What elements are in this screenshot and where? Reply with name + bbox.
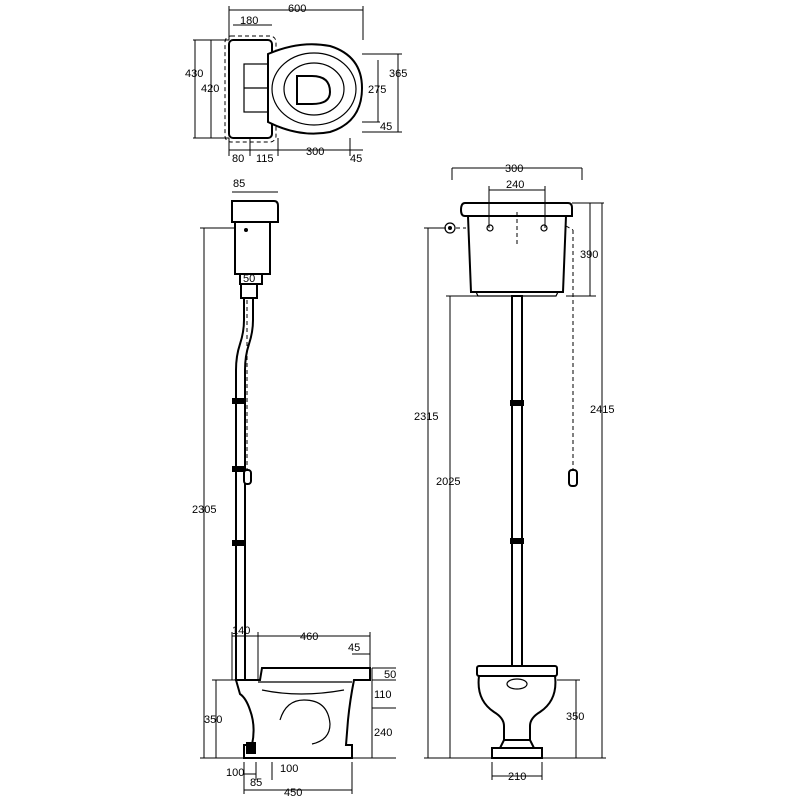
front-pan-pedestal — [498, 739, 536, 749]
side-view: 85 50 2305 350 140 460 45 50 110 240 — [192, 178, 396, 799]
dim-top-115: 115 — [256, 153, 274, 165]
front-pan-bowl — [477, 675, 557, 741]
dim-side-100b: 100 — [280, 763, 298, 775]
dim-front-240: 240 — [506, 179, 524, 191]
side-cistern-outlet — [240, 283, 258, 299]
dim-side-50a: 50 — [243, 273, 255, 285]
front-pan-base — [491, 747, 543, 759]
dim-side-140: 140 — [232, 625, 250, 637]
side-flush-pipe — [235, 297, 254, 681]
dim-top-420: 420 — [201, 83, 219, 95]
dim-front-2415: 2415 — [590, 404, 614, 416]
dim-top-430: 430 — [185, 68, 203, 80]
side-s-trap — [279, 699, 331, 745]
dim-side-45: 45 — [348, 642, 360, 654]
dim-side-240: 240 — [374, 727, 392, 739]
top-bowl-opening — [296, 75, 332, 105]
top-view: 600 180 430 420 365 275 45 80 115 300 45 — [185, 3, 407, 165]
dim-top-80: 80 — [232, 153, 244, 165]
front-view: 300 240 390 2415 2315 2025 350 210 — [414, 163, 614, 783]
dim-top-275: 275 — [368, 84, 386, 96]
dim-front-350: 350 — [566, 711, 584, 723]
dim-top-180: 180 — [240, 15, 258, 27]
side-chain-handle — [243, 469, 252, 485]
dim-side-450: 450 — [284, 787, 302, 799]
front-flush-pipe — [511, 295, 523, 667]
dim-top-300: 300 — [306, 146, 324, 158]
dim-side-85b: 85 — [250, 777, 262, 789]
dim-top-365: 365 — [389, 68, 407, 80]
dim-front-2025: 2025 — [436, 476, 460, 488]
top-cistern — [228, 39, 273, 139]
top-seat — [271, 52, 357, 126]
side-cistern-lid — [231, 200, 279, 223]
front-chain-handle — [568, 469, 578, 487]
dim-top-600: 600 — [288, 3, 306, 15]
dim-side-2305: 2305 — [192, 504, 216, 516]
dim-top-45a: 45 — [380, 121, 392, 133]
front-cistern — [466, 215, 568, 293]
dim-side-50b: 50 — [384, 669, 396, 681]
dim-front-210: 210 — [508, 771, 526, 783]
dim-side-350: 350 — [204, 714, 222, 726]
dim-side-460: 460 — [300, 631, 318, 643]
dim-side-100a: 100 — [226, 767, 244, 779]
dim-front-300: 300 — [505, 163, 523, 175]
dim-front-2315: 2315 — [414, 411, 438, 423]
dim-front-390: 390 — [580, 249, 598, 261]
dim-top-45b: 45 — [350, 153, 362, 165]
front-seat — [476, 665, 558, 677]
side-outlet — [246, 742, 256, 754]
dim-side-110: 110 — [374, 689, 392, 701]
side-cistern — [234, 221, 271, 275]
dim-side-85: 85 — [233, 178, 245, 190]
